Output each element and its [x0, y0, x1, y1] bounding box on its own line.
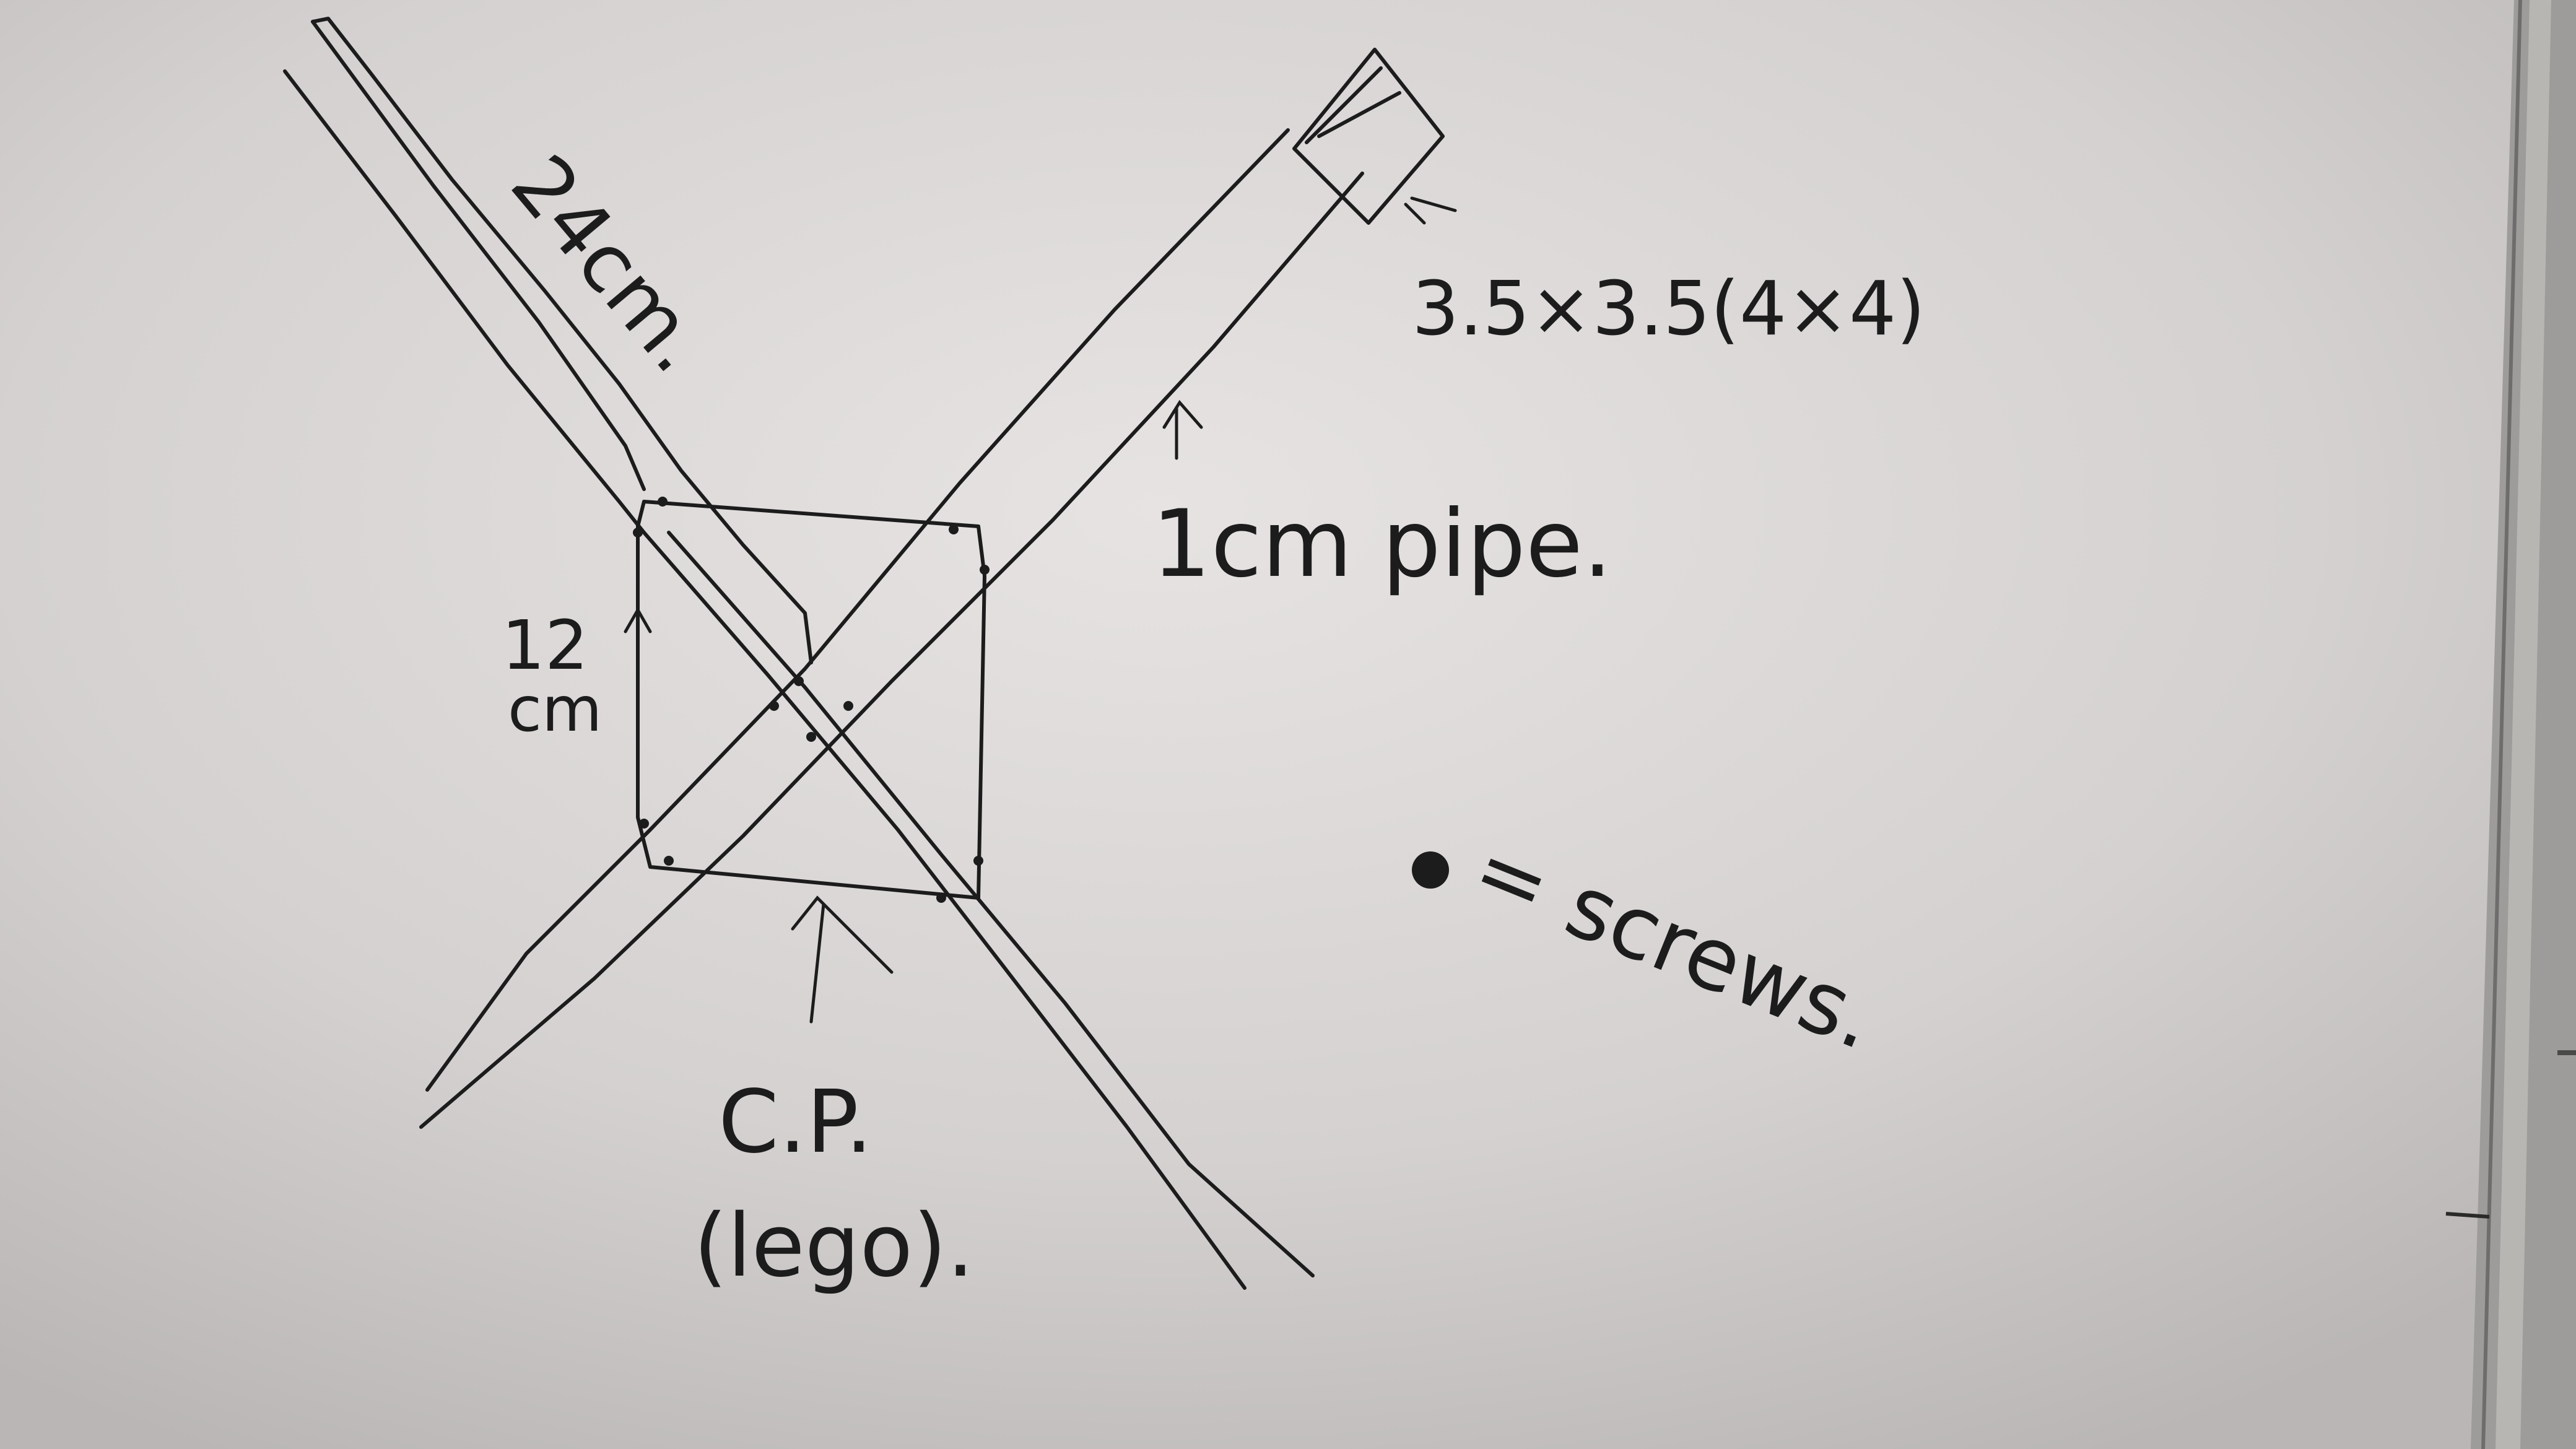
whiteboard-frame	[2445, 0, 2576, 1449]
screw-marks	[633, 497, 990, 903]
plate-abbrev-label: C.P.	[718, 1072, 872, 1173]
plate-side-value: 12	[502, 606, 588, 685]
plate-material-label: (lego).	[694, 1196, 974, 1297]
square-size-label: 3.5×3.5(4×4)	[1412, 266, 1925, 352]
pipe-label: 1cm pipe.	[1152, 490, 1612, 598]
plate-side-unit: cm	[508, 673, 602, 746]
arm-diagonal-1	[283, 17, 1315, 1290]
screw-legend-dot	[1412, 851, 1449, 889]
dimension-arrows	[624, 196, 1457, 1024]
arm-diagonal-2	[419, 48, 1445, 1129]
